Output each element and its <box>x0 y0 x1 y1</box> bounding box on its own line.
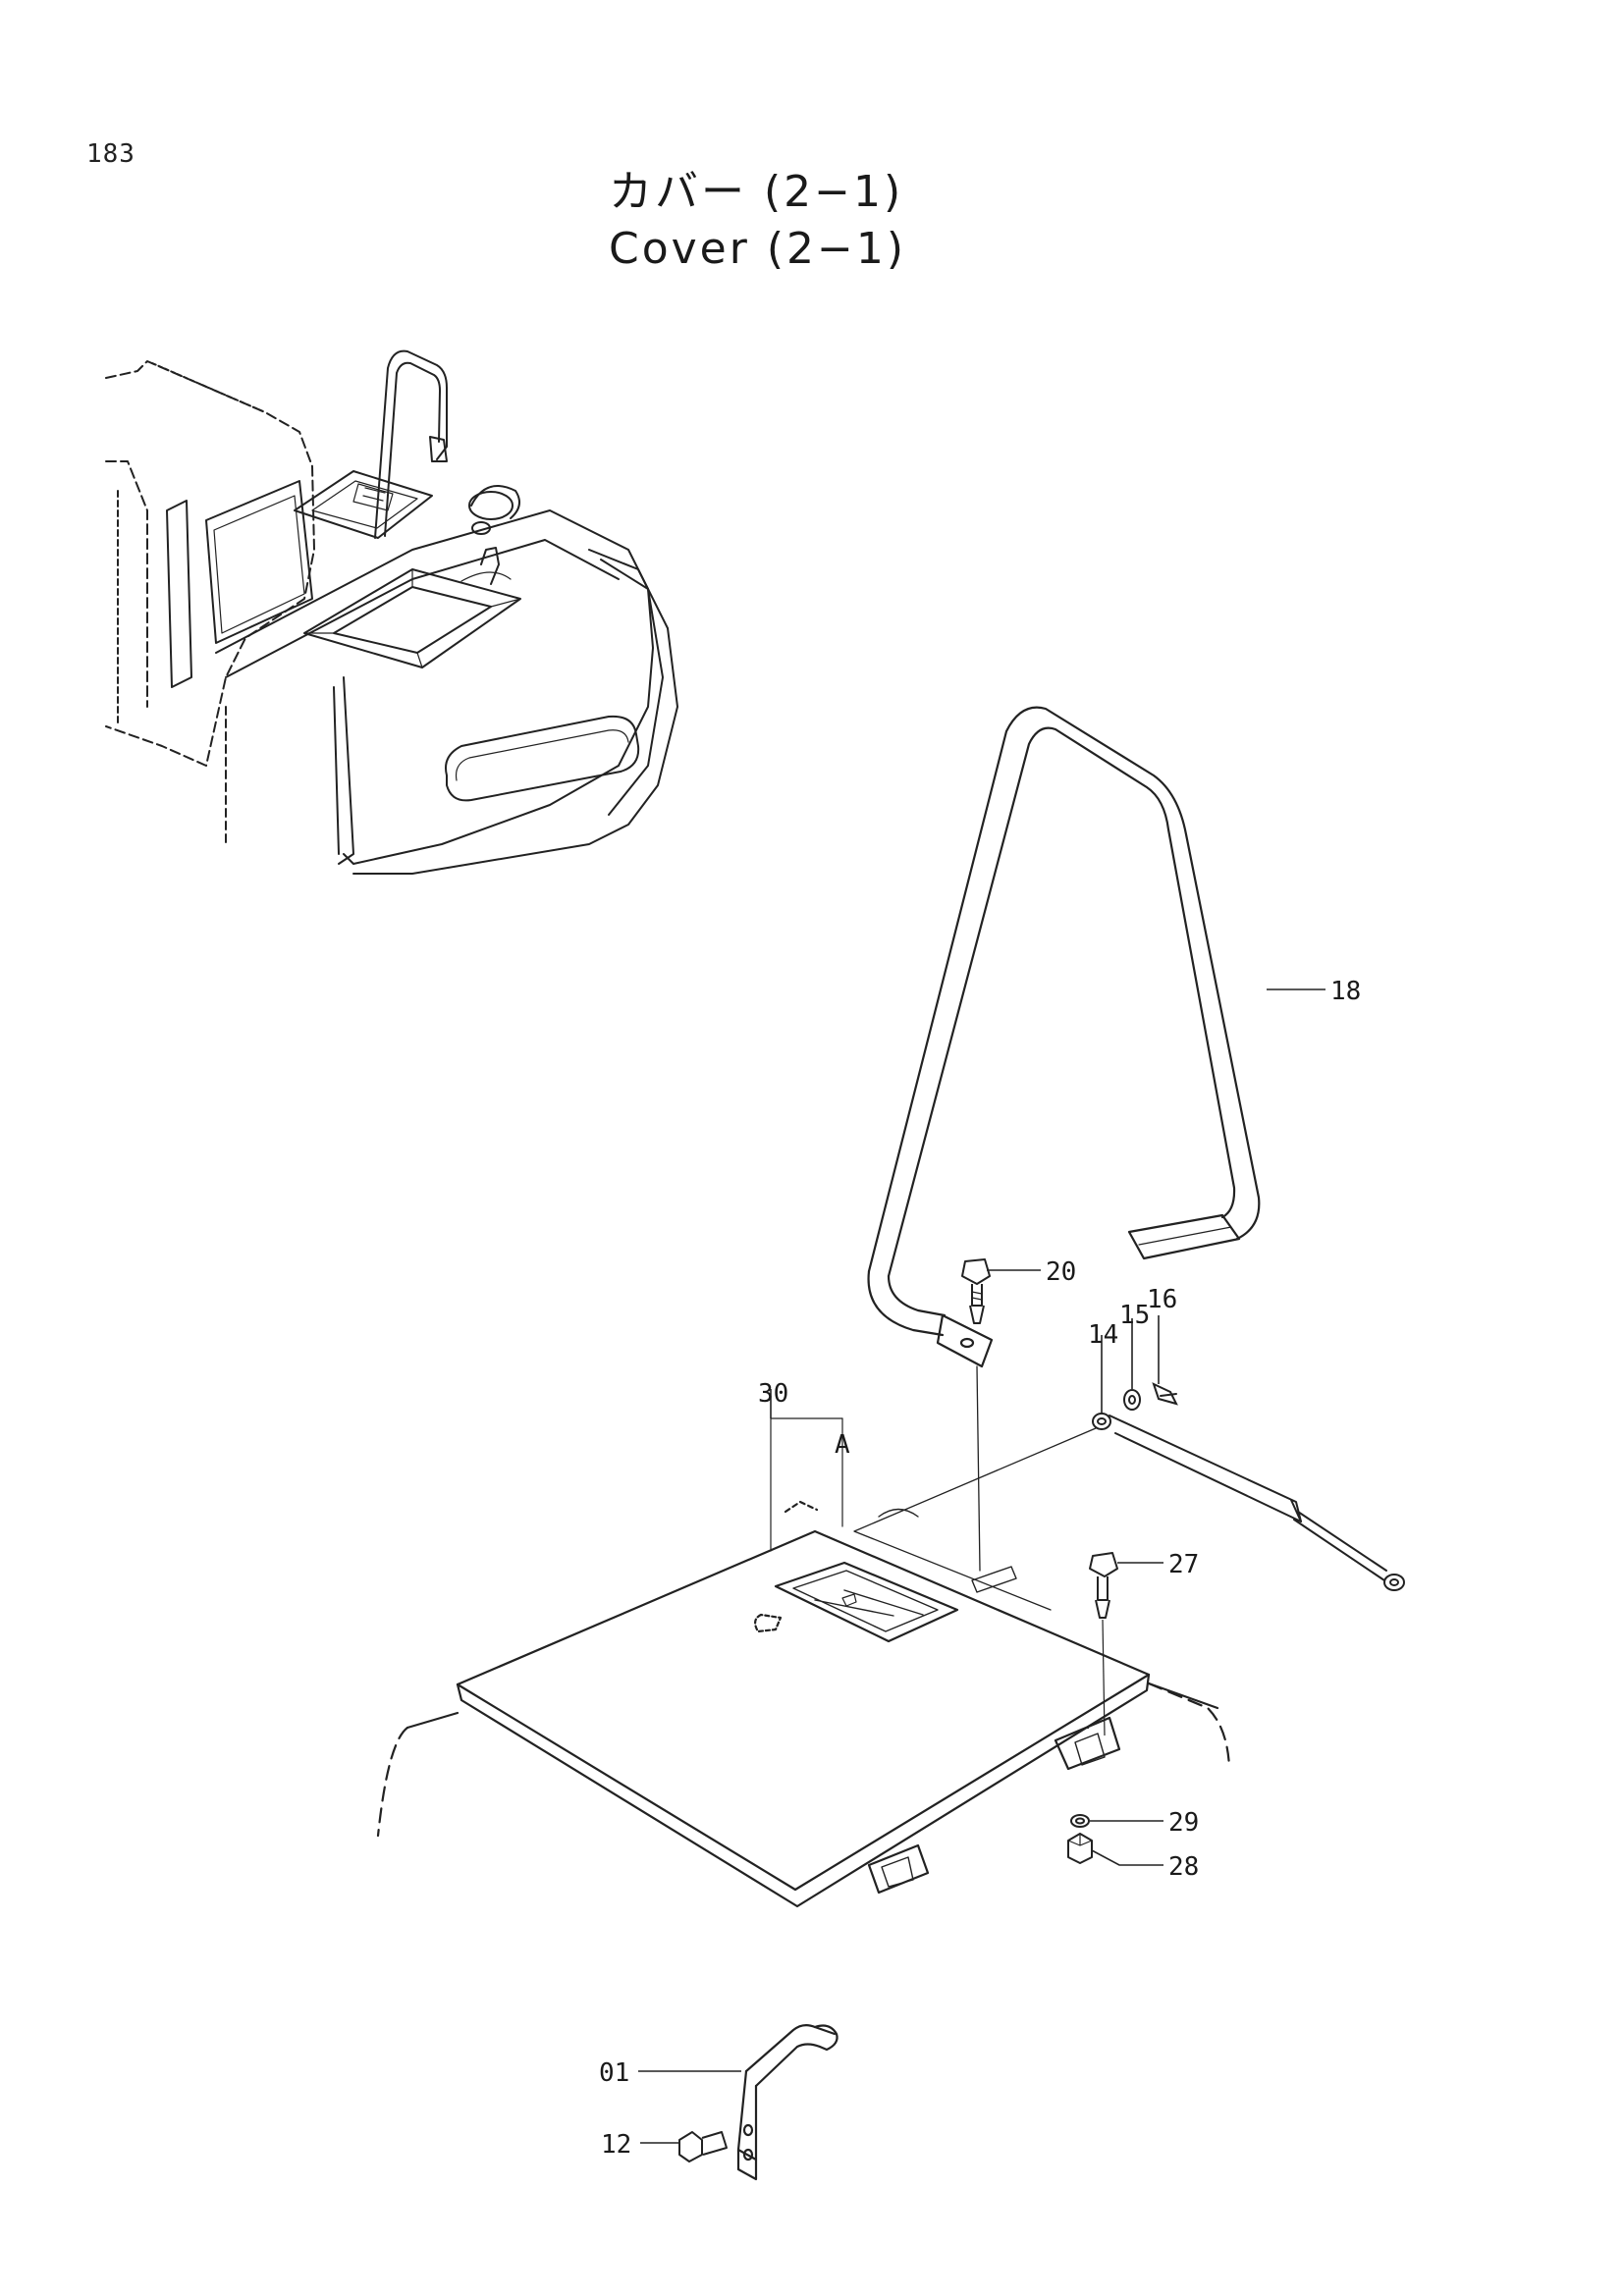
callout-15: 15 <box>1119 1301 1150 1330</box>
bolt-part-12 <box>678 2131 728 2163</box>
callout-12: 12 <box>601 2130 631 2160</box>
bolt-part-20 <box>961 1258 991 1324</box>
callout-labels: 18 20 16 15 14 30 27 29 28 01 12 A <box>599 977 1361 2160</box>
leader-lines <box>638 988 1325 2144</box>
page-number: 183 <box>86 139 135 169</box>
handrail-part-18 <box>867 706 1261 1572</box>
machine-overview-sketch <box>105 349 678 875</box>
detail-marker-a: A <box>835 1430 850 1460</box>
callout-27: 27 <box>1168 1550 1199 1579</box>
bolt-part-27 <box>1089 1552 1118 1736</box>
callout-29: 29 <box>1168 1808 1199 1838</box>
washer-part-15 <box>1123 1389 1141 1411</box>
callout-01: 01 <box>599 2058 629 2088</box>
cover-panel <box>376 1417 1231 1908</box>
callout-14: 14 <box>1088 1320 1118 1350</box>
callout-18: 18 <box>1330 977 1361 1006</box>
gas-strut-part-14 <box>853 1413 1405 1611</box>
title-japanese: カバー (2−1) <box>609 167 904 217</box>
title-block: カバー (2−1) Cover (2−1) <box>609 165 1021 279</box>
callout-20: 20 <box>1046 1257 1076 1287</box>
callout-30: 30 <box>758 1379 788 1409</box>
callout-16: 16 <box>1147 1285 1177 1314</box>
washer-part-29 <box>1070 1814 1090 1828</box>
title-english: Cover (2−1) <box>609 224 907 274</box>
bracket-part-01 <box>736 2023 839 2181</box>
pin-part-16 <box>1152 1382 1178 1406</box>
nut-part-28 <box>1067 1833 1093 1864</box>
callout-28: 28 <box>1168 1852 1199 1882</box>
